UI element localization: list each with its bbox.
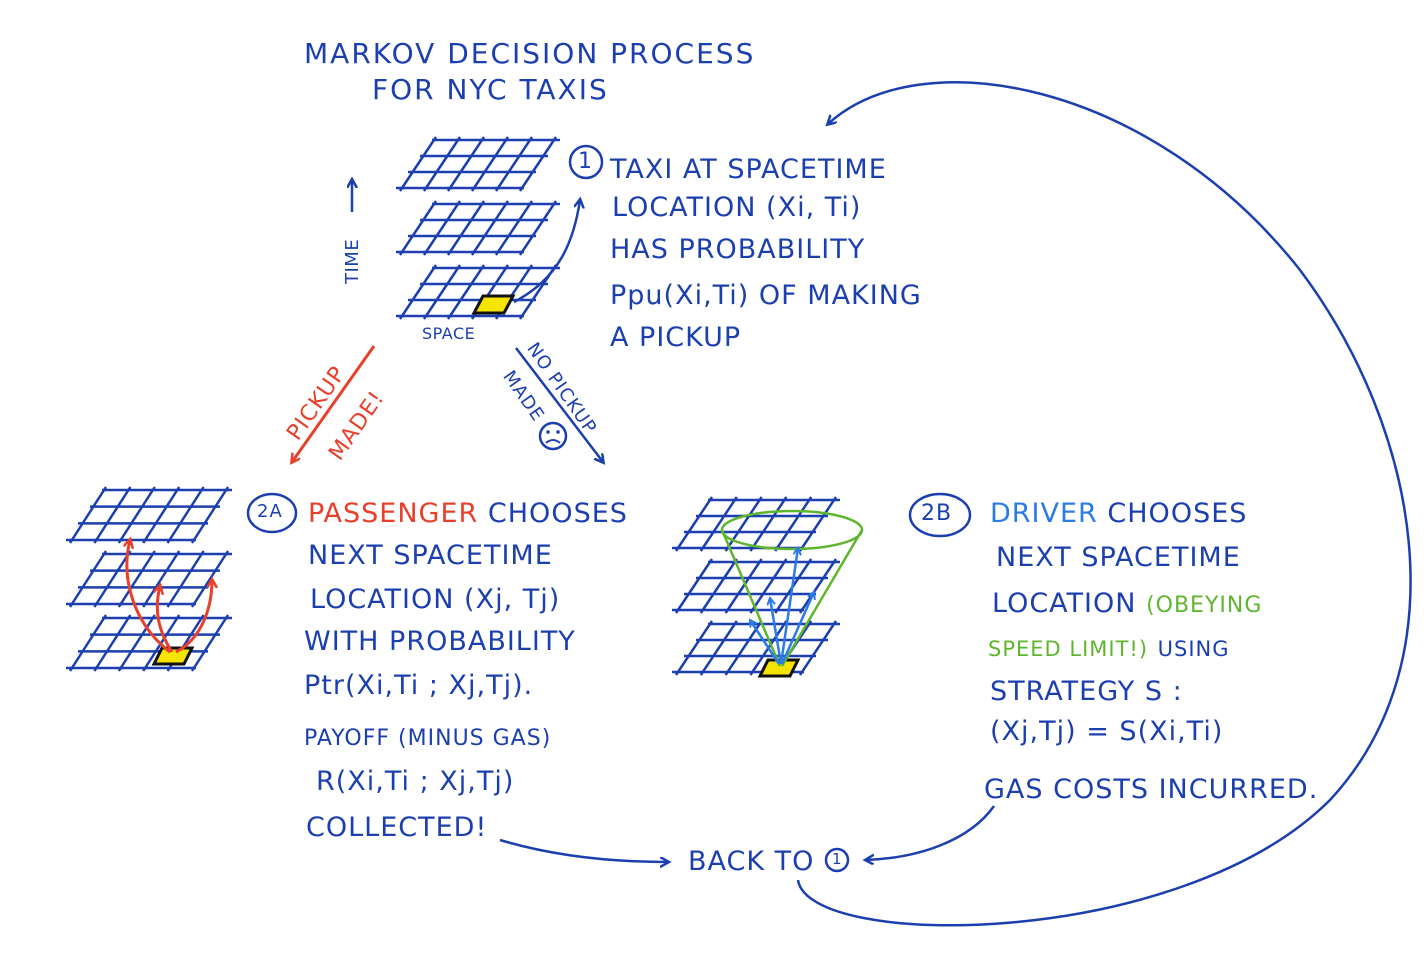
step2a-chooses: CHOOSES [487, 498, 628, 529]
step2b-number: 2B [921, 501, 953, 526]
step2a-number: 2A [257, 501, 283, 522]
back-to-label: BACK TO [688, 846, 815, 877]
grid-layer [672, 558, 840, 614]
arrow-pickup-made [292, 345, 376, 462]
spacetime-grid-stack-top [396, 136, 560, 320]
step2a-line-5: Ptr(Xi,Ti ; Xj,Tj). [304, 670, 534, 701]
time-axis-label: TIME [342, 238, 363, 284]
speed-limit-text: SPEED LIMIT!) [988, 637, 1149, 661]
payoff-line-1: PAYOFF (MINUS GAS) [304, 726, 552, 751]
loop-arrow-back-to-step1 [796, 81, 1412, 927]
step2a-circle [246, 492, 298, 534]
payoff-line-3: COLLECTED! [306, 812, 488, 843]
step2b-line-3: LOCATION (OBEYING [992, 590, 1262, 617]
step1-line-3: HAS PROBABILITY [610, 234, 866, 265]
step2b-gas-costs: GAS COSTS INCURRED. [984, 774, 1319, 805]
obeying-word: (OBEYING [1146, 593, 1263, 618]
step1-line-5: A PICKUP [610, 322, 742, 353]
step2a-line-2: NEXT SPACETIME [308, 540, 553, 571]
step1-line-2: LOCATION (Xi, Ti) [612, 192, 862, 223]
grid-layer [396, 136, 560, 192]
step1-line-1: TAXI AT SPACETIME [610, 154, 887, 185]
grid-layer [66, 614, 232, 672]
step2b-chooses: CHOOSES [1107, 498, 1248, 529]
taxi-cell-top [471, 294, 516, 315]
taxi-cell-2b [757, 658, 801, 678]
spacetime-grid-stack-2b [672, 496, 840, 676]
step2b-equation: (Xj,Tj) = S(Xi,Ti) [990, 716, 1224, 747]
back-to-number: 1 [832, 850, 843, 868]
step2b-line-2: NEXT SPACETIME [996, 542, 1241, 573]
sad-face-icon [538, 421, 568, 451]
using-word: USING [1157, 637, 1230, 661]
grid-layer [396, 200, 560, 256]
grid-layer [66, 550, 232, 608]
step2a-line-1: PASSENGER CHOOSES [308, 500, 628, 527]
payoff-line-2: R(Xi,Ti ; Xj,Tj) [316, 766, 515, 797]
grid-layer [66, 486, 232, 544]
arrow-no-pickup [515, 347, 603, 462]
driver-word: DRIVER [990, 498, 1098, 529]
step2b-line-4: SPEED LIMIT!) USING [988, 634, 1230, 661]
spacetime-grid-stack-2a [66, 486, 232, 672]
step2b-circle [908, 492, 972, 538]
speed-limit-cone [720, 509, 864, 667]
step1-number: 1 [578, 149, 593, 174]
grid-layer [672, 496, 840, 552]
diagram-title-line2: FOR NYC TAXIS [372, 73, 609, 106]
step2a-line-3: LOCATION (Xj, Tj) [310, 584, 561, 615]
space-axis-label: SPACE [422, 324, 476, 343]
step2b-location: LOCATION [992, 588, 1137, 619]
step2a-line-4: WITH PROBABILITY [304, 626, 576, 657]
diagram-title-line1: MARKOV DECISION PROCESS [304, 37, 756, 70]
passenger-transition-arrows [127, 540, 212, 654]
back-to-step1-circle [824, 847, 850, 873]
arrow-collected-to-back [499, 838, 668, 862]
driver-choice-arrows [750, 548, 814, 665]
step2b-line-1: DRIVER CHOOSES [990, 500, 1247, 527]
step1-line-4: Ppu(Xi,Ti) OF MAKING [610, 280, 922, 311]
arrow-gas-to-back [866, 805, 996, 860]
arrow-cell-to-step1 [513, 200, 580, 304]
step2b-line-5: STRATEGY S : [990, 676, 1183, 707]
taxi-cell-2a [151, 646, 195, 666]
step1-circle [568, 144, 604, 180]
passenger-word: PASSENGER [308, 498, 479, 529]
